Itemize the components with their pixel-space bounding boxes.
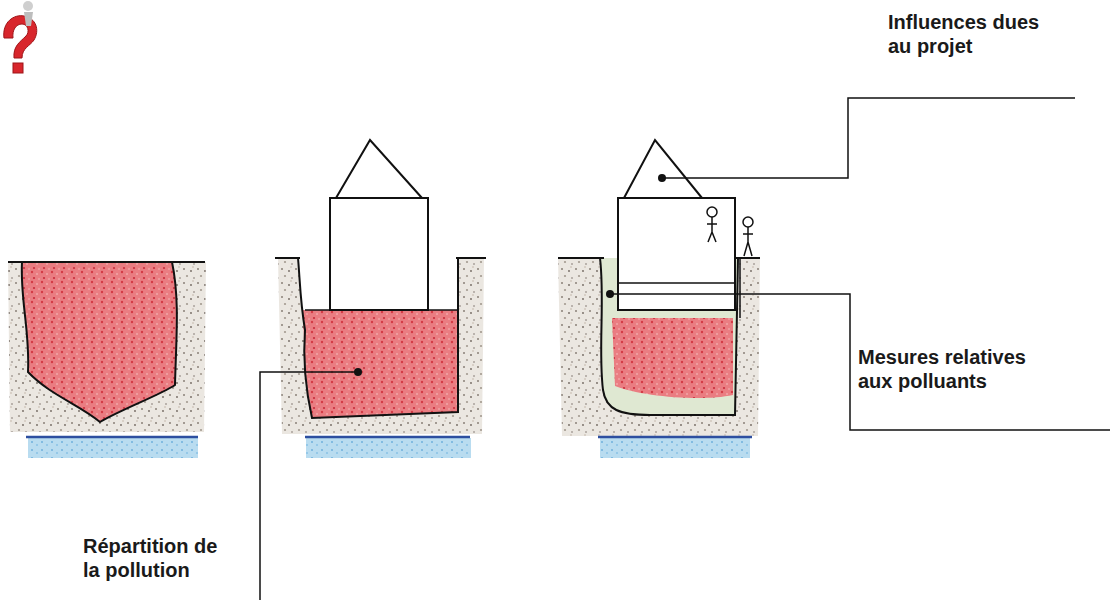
callout-label: Mesures relatives aux polluants <box>858 345 1046 393</box>
scene-excavation <box>275 140 486 458</box>
leader-lines <box>260 98 1110 600</box>
scene-before <box>8 262 206 458</box>
callout-label: Répartition de la pollution <box>83 534 231 582</box>
question-icon <box>4 1 37 73</box>
scene-after <box>558 140 760 458</box>
callout-label: Influences dues au projet <box>888 10 1060 58</box>
leader-dots <box>354 174 666 376</box>
